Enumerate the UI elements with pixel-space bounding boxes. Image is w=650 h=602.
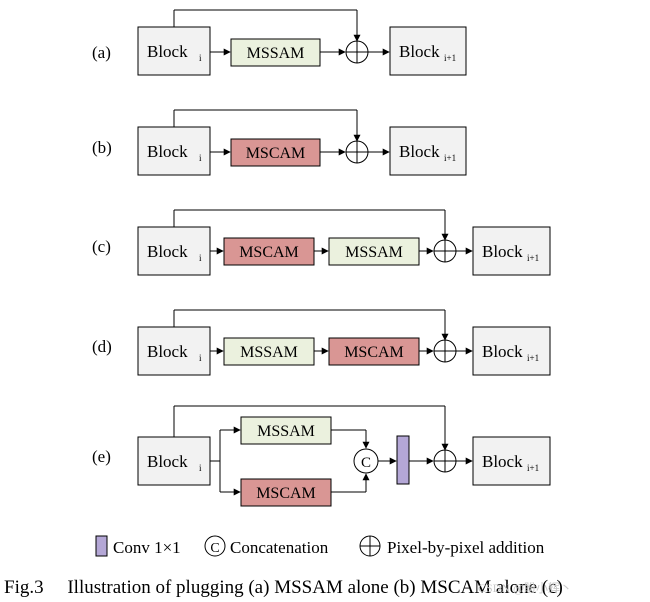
- block-in-label: Block: [147, 142, 188, 161]
- mssam-label: MSSAM: [257, 423, 315, 440]
- legend-addition-label: Pixel-by-pixel addition: [387, 538, 545, 557]
- block-out-subscript: i+1: [527, 463, 539, 473]
- legend: Conv 1×1 C Concatenation Pixel-by-pixel …: [95, 535, 545, 557]
- block-in-subscript: i: [199, 463, 202, 473]
- addition-node: [433, 239, 457, 263]
- block-in-subscript: i: [199, 53, 202, 63]
- legend-conv-label: Conv 1×1: [113, 538, 181, 557]
- block-out-subscript: i+1: [444, 53, 456, 63]
- block-out-label: Block: [399, 142, 440, 161]
- block-in: Block i: [137, 226, 211, 276]
- mscam-module: MSCAM: [328, 337, 420, 366]
- concat-symbol: C: [361, 455, 371, 471]
- block-out: Block i+1: [389, 26, 467, 76]
- mssam-label: MSSAM: [247, 45, 305, 62]
- mscam-module: MSCAM: [230, 138, 321, 167]
- block-out-subscript: i+1: [444, 153, 456, 163]
- mscam-label: MSCAM: [239, 244, 299, 261]
- watermark: CSDN @盼小辉丶: [478, 581, 572, 595]
- block-in-subscript: i: [199, 353, 202, 363]
- mssam-label: MSSAM: [240, 344, 298, 361]
- addition-node: [433, 339, 457, 363]
- block-out-subscript: i+1: [527, 253, 539, 263]
- row-label: (e): [92, 447, 111, 466]
- row-label: (b): [92, 138, 112, 157]
- block-in: Block i: [137, 26, 211, 76]
- block-in-subscript: i: [199, 153, 202, 163]
- mssam-module: MSSAM: [230, 38, 321, 67]
- row-label: (a): [92, 43, 111, 62]
- concat-legend-icon: [204, 535, 226, 557]
- legend-concat-symbol: C: [210, 541, 219, 556]
- block-in-label: Block: [147, 342, 188, 361]
- figure-caption: Fig.3 Illustration of plugging (a) MSSAM…: [4, 577, 563, 598]
- addition-node: [433, 449, 457, 473]
- mssam-module: MSSAM: [240, 416, 332, 445]
- row-e: (e) Block i MSSAM MSCAM C: [92, 405, 551, 507]
- block-out: Block i+1: [472, 436, 551, 486]
- mscam-label: MSCAM: [256, 485, 316, 502]
- row-b: (b) Block i MSCAM Block i+1: [92, 109, 467, 176]
- block-in: Block i: [137, 436, 211, 486]
- block-out: Block i+1: [472, 226, 551, 276]
- mscam-label: MSCAM: [344, 344, 404, 361]
- concat-node: C: [353, 448, 379, 474]
- block-out: Block i+1: [389, 126, 467, 176]
- conv-block: [396, 435, 410, 485]
- block-out-label: Block: [482, 452, 523, 471]
- block-out-subscript: i+1: [527, 353, 539, 363]
- block-in-label: Block: [147, 452, 188, 471]
- block-in-label: Block: [147, 242, 188, 261]
- mssam-label: MSSAM: [345, 244, 403, 261]
- block-out-label: Block: [482, 242, 523, 261]
- block-in-subscript: i: [199, 253, 202, 263]
- row-label: (d): [92, 337, 112, 356]
- block-in: Block i: [137, 326, 211, 376]
- mscam-module: MSCAM: [240, 478, 332, 507]
- conv-legend-swatch: [95, 535, 108, 557]
- mssam-module: MSSAM: [223, 337, 315, 366]
- block-out-label: Block: [399, 42, 440, 61]
- row-a: (a) Block i MSSAM Block i+1: [92, 9, 467, 76]
- addition-legend-icon: [359, 535, 381, 557]
- block-in-label: Block: [147, 42, 188, 61]
- addition-node: [345, 140, 369, 164]
- row-label: (c): [92, 237, 111, 256]
- block-out: Block i+1: [472, 326, 551, 376]
- legend-concat-label: Concatenation: [230, 538, 329, 557]
- row-c: (c) Block i MSCAM MSSAM Block i+1: [92, 209, 551, 276]
- mscam-module: MSCAM: [223, 237, 315, 266]
- block-out-label: Block: [482, 342, 523, 361]
- block-in: Block i: [137, 126, 211, 176]
- addition-node: [345, 40, 369, 64]
- mssam-module: MSSAM: [328, 237, 420, 266]
- row-d: (d) Block i MSSAM MSCAM Block i+1: [92, 309, 551, 376]
- mscam-label: MSCAM: [246, 145, 306, 162]
